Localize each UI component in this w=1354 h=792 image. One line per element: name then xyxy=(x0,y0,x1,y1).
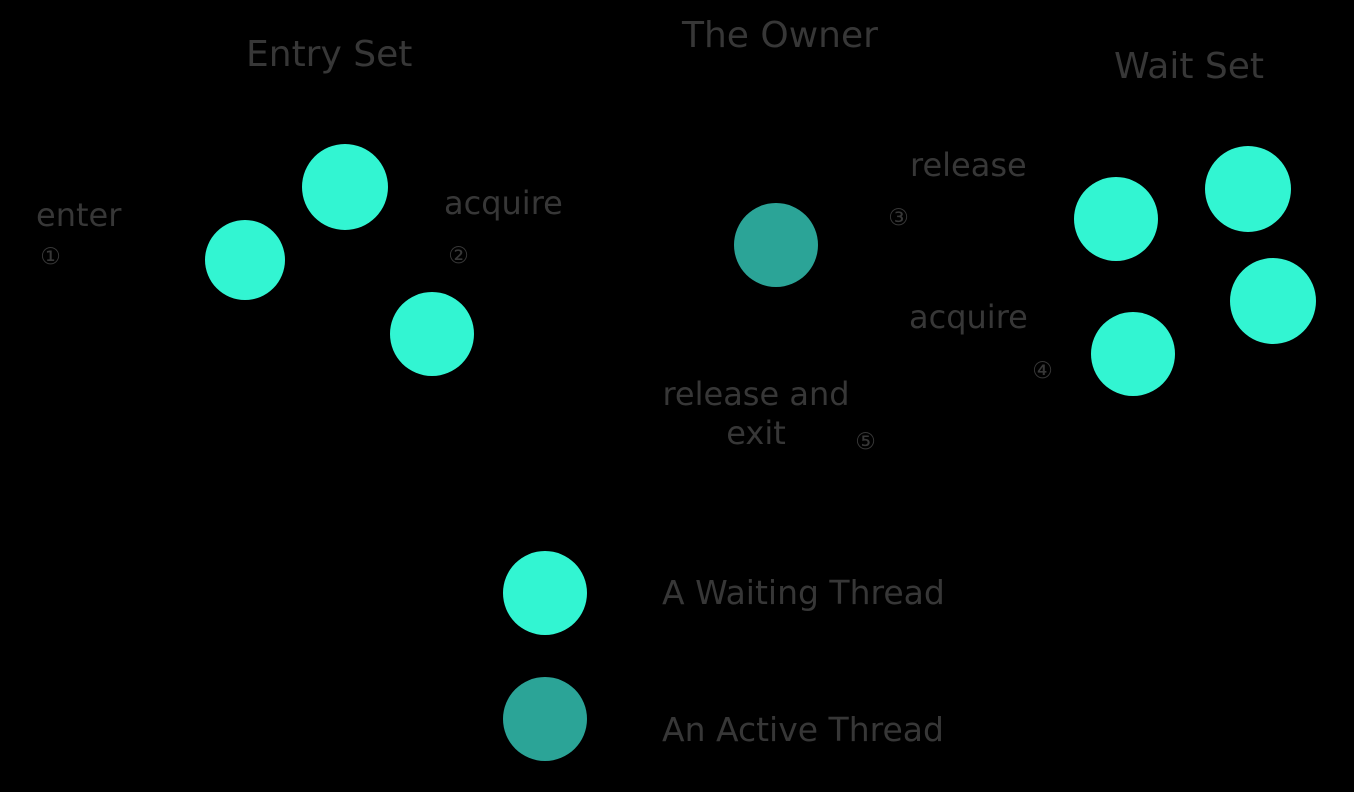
step-label-acquire-wait: acquire xyxy=(909,298,1028,336)
step-number-2: ② xyxy=(448,243,469,269)
wait-thread-circle-4 xyxy=(1091,312,1175,396)
legend-swatch-active-thread xyxy=(503,677,587,761)
wait-thread-circle-3 xyxy=(1230,258,1316,344)
step-label-enter: enter xyxy=(36,196,122,234)
legend-swatch-waiting-thread xyxy=(503,551,587,635)
wait-thread-circle-1 xyxy=(1074,177,1158,261)
entry-thread-circle-2 xyxy=(302,144,388,230)
heading-wait-set: Wait Set xyxy=(1114,46,1265,87)
heading-the-owner: The Owner xyxy=(682,15,878,56)
step-number-1: ① xyxy=(40,244,61,270)
owner-thread-circle xyxy=(734,203,818,287)
heading-entry-set: Entry Set xyxy=(246,34,413,75)
legend-label-waiting-thread: A Waiting Thread xyxy=(662,573,945,612)
step-label-release-and-exit: release and exit xyxy=(662,375,850,453)
entry-thread-circle-3 xyxy=(390,292,474,376)
step-number-5: ⑤ xyxy=(855,429,876,455)
step-label-release: release xyxy=(910,146,1027,184)
wait-thread-circle-2 xyxy=(1205,146,1291,232)
step-label-acquire-entry: acquire xyxy=(444,184,563,222)
legend-label-active-thread: An Active Thread xyxy=(662,710,944,749)
step-number-4: ④ xyxy=(1032,358,1053,384)
step-number-3: ③ xyxy=(888,205,909,231)
entry-thread-circle-1 xyxy=(205,220,285,300)
